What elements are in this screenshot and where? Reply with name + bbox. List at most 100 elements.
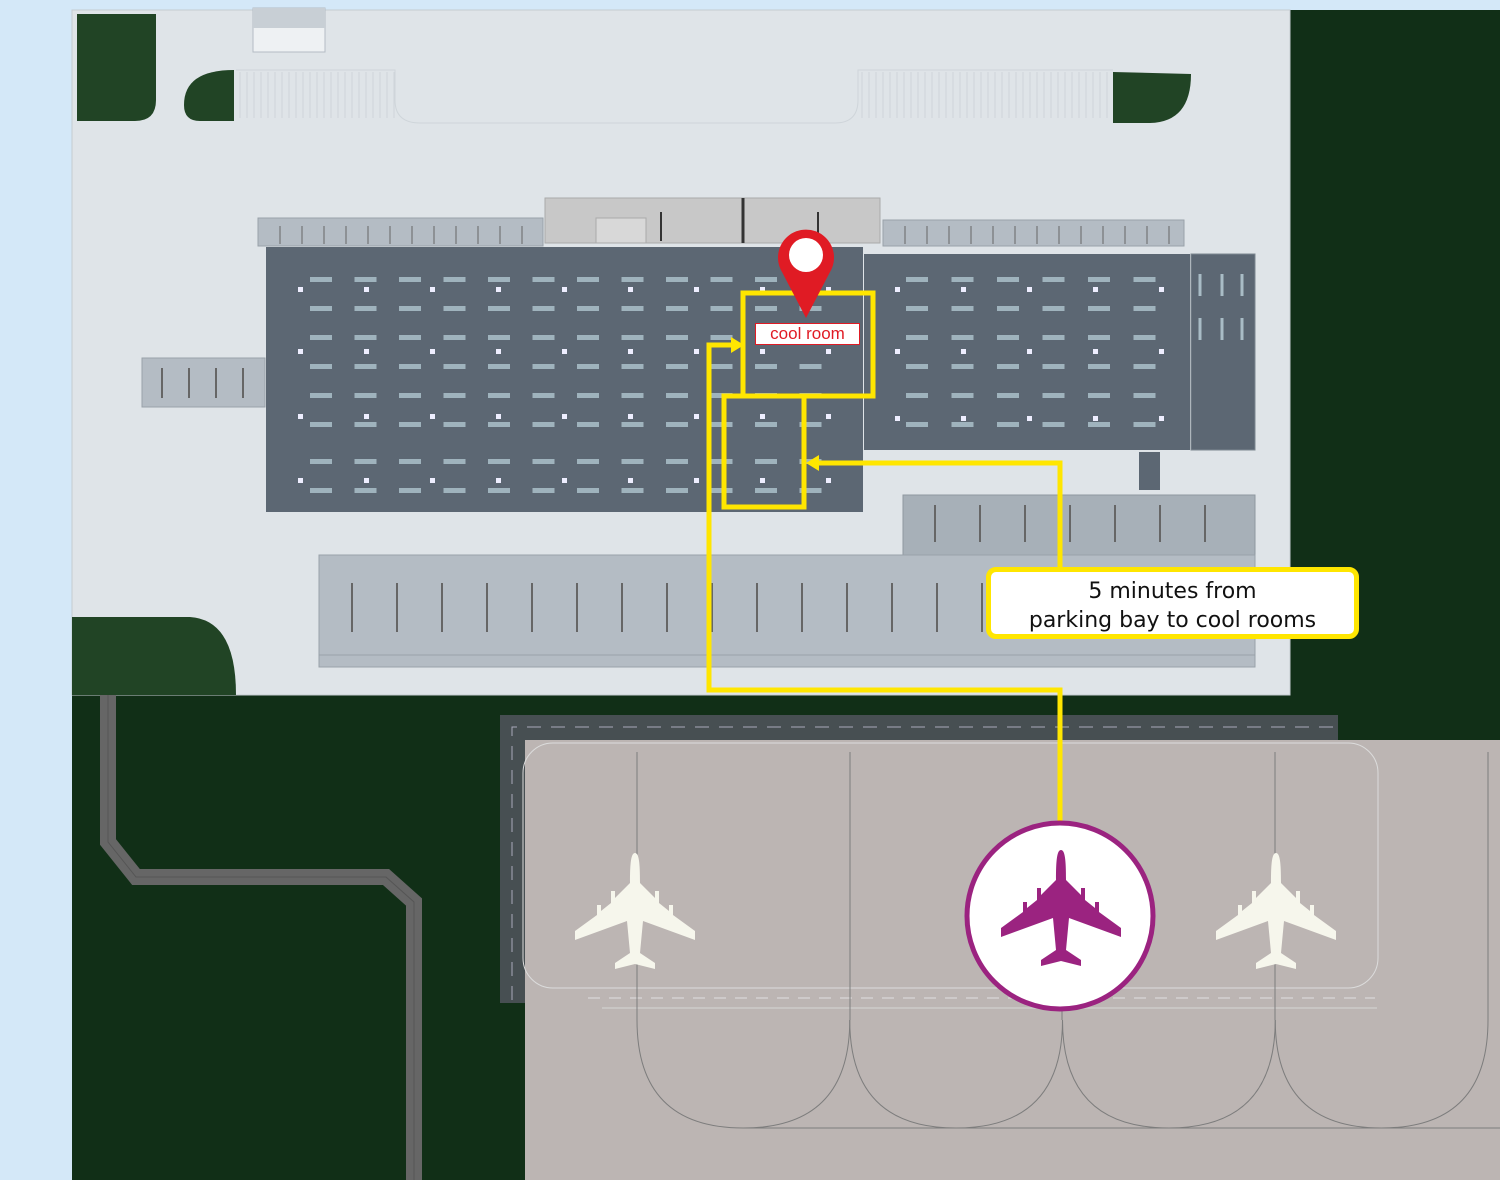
rack-mark (354, 277, 377, 282)
rack-mark (577, 364, 599, 369)
column-mark (694, 287, 699, 292)
column-mark (562, 478, 567, 483)
column-mark (298, 478, 303, 483)
rack-mark (799, 422, 822, 427)
column-mark (496, 287, 501, 292)
rack-mark (443, 393, 466, 398)
travel-time-callout: 5 minutes from parking bay to cool rooms (986, 567, 1359, 639)
rack-mark (488, 277, 510, 282)
column-mark (961, 287, 966, 292)
rack-mark (666, 277, 688, 282)
rack-mark (532, 277, 555, 282)
rack-mark (666, 488, 688, 493)
rack-mark (577, 306, 599, 311)
rack-mark (906, 306, 928, 311)
rack-mark (906, 422, 928, 427)
column-mark (364, 478, 369, 483)
rack-mark (443, 488, 466, 493)
utility-block (1139, 452, 1160, 490)
rack-mark (799, 488, 822, 493)
rack-mark (1088, 422, 1110, 427)
loading-dock (882, 219, 1185, 247)
route-arrow-icon (806, 455, 819, 471)
warehouse-main (266, 247, 863, 512)
column-mark (961, 349, 966, 354)
taxiway-centerline (511, 726, 1338, 1000)
rack-mark (906, 335, 928, 340)
column-mark (1093, 287, 1098, 292)
rack-mark (532, 422, 555, 427)
rack-mark (399, 364, 421, 369)
truck-dock (902, 494, 1256, 556)
stand-outline (522, 742, 1379, 989)
rack-mark (621, 335, 644, 340)
rack-mark (666, 306, 688, 311)
column-mark (562, 287, 567, 292)
green-patch (184, 70, 234, 121)
office-annex (595, 217, 647, 244)
rack-mark (310, 335, 332, 340)
rack-mark (399, 459, 421, 464)
dock-markings (279, 226, 1170, 244)
column-mark (562, 414, 567, 419)
rack-mark (951, 422, 974, 427)
route-path (706, 342, 1063, 822)
rack-mark (354, 364, 377, 369)
rack-mark (997, 422, 1019, 427)
rack-mark (577, 335, 599, 340)
rack-mark (532, 459, 555, 464)
rack-mark (354, 306, 377, 311)
callout-line-2: parking bay to cool rooms (1028, 608, 1317, 633)
rack-mark (310, 459, 332, 464)
rack-mark (577, 488, 599, 493)
column-mark (430, 414, 435, 419)
rack-mark (710, 335, 733, 340)
rack-mark (354, 422, 377, 427)
column-mark (760, 478, 765, 483)
rack-mark (755, 459, 777, 464)
column-mark (694, 478, 699, 483)
column-mark (298, 287, 303, 292)
rack-mark (710, 277, 733, 282)
rack-mark (906, 393, 928, 398)
column-mark (694, 349, 699, 354)
column-mark (430, 478, 435, 483)
column-mark (430, 349, 435, 354)
rack-mark (1088, 393, 1110, 398)
rack-mark (310, 488, 332, 493)
column-mark (760, 349, 765, 354)
rack-mark (1042, 277, 1065, 282)
rack-mark (710, 306, 733, 311)
car-park-outline (236, 69, 1113, 124)
loading-dock (257, 217, 544, 247)
rack-mark (951, 335, 974, 340)
route (706, 290, 1063, 822)
column-mark (826, 478, 831, 483)
rack-mark (1088, 364, 1110, 369)
rack-mark (906, 277, 928, 282)
rack-mark (799, 364, 822, 369)
column-mark (430, 287, 435, 292)
column-mark (496, 478, 501, 483)
rack-mark (1133, 393, 1156, 398)
column-mark (895, 287, 900, 292)
rack-mark (906, 364, 928, 369)
rack-mark (310, 364, 332, 369)
rack-mark (666, 422, 688, 427)
rack-mark (532, 335, 555, 340)
rack-mark (577, 459, 599, 464)
rack-mark (354, 488, 377, 493)
rack-mark (755, 364, 777, 369)
column-mark (895, 349, 900, 354)
rack-mark (399, 277, 421, 282)
location-pin-icon[interactable] (778, 229, 835, 318)
rack-mark (532, 488, 555, 493)
road-center (107, 695, 415, 1180)
rack-mark (443, 335, 466, 340)
column-mark (1027, 349, 1032, 354)
column-mark (1027, 287, 1032, 292)
rack-mark (997, 364, 1019, 369)
car-park-bays (239, 72, 1108, 118)
